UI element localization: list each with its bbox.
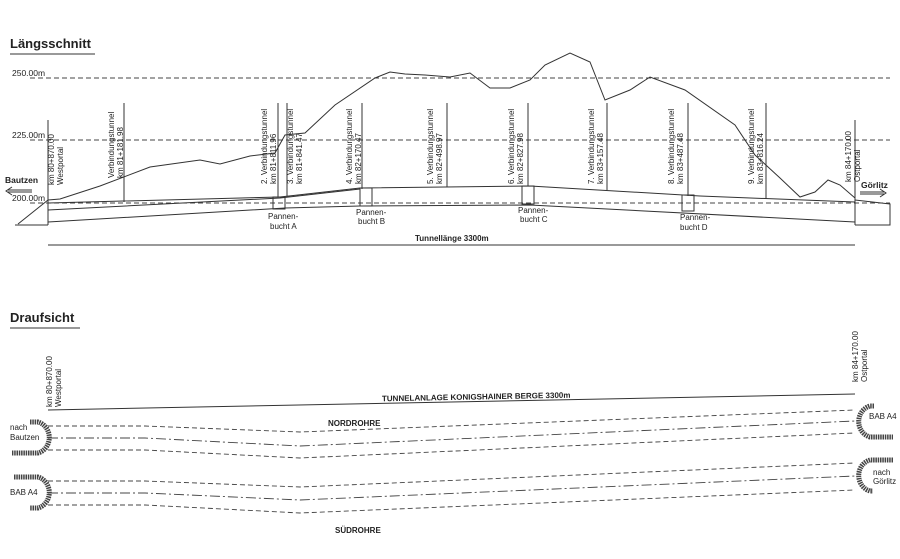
svg-text:Pannen-: Pannen-: [680, 213, 711, 222]
connection-label: 7. Verbindungstunnel km 83+157.48: [587, 109, 605, 184]
elevation-label: 225.00m: [12, 130, 45, 140]
plan-portal-east: km 84+170.00 Ostportal: [851, 331, 869, 382]
svg-text:km 83+816.24: km 83+816.24: [756, 133, 765, 184]
tunnel-length-label: Tunnellänge 3300m: [415, 234, 489, 243]
plan-portal-west: km 80+870.00 Westportal: [45, 356, 63, 407]
svg-text:nach: nach: [10, 423, 27, 432]
svg-text:km 82+827.98: km 82+827.98: [516, 133, 525, 184]
svg-text:9. Verbindungstunnel: 9. Verbindungstunnel: [747, 109, 756, 184]
svg-text:Pannen-: Pannen-: [356, 208, 387, 217]
elevation-label: 250.00m: [12, 68, 45, 78]
svg-text:km 81+841.47: km 81+841.47: [295, 133, 304, 184]
svg-text:7. Verbindungstunnel: 7. Verbindungstunnel: [587, 109, 596, 184]
svg-text:3. Verbindungstunnel: 3. Verbindungstunnel: [286, 109, 295, 184]
svg-text:Ostportal: Ostportal: [853, 149, 862, 182]
portal-label-west: km 80+870.00 Westportal: [47, 134, 65, 185]
svg-text:km 81+181.98: km 81+181.98: [116, 127, 125, 178]
elevation-label: 200.00m: [12, 193, 45, 203]
svg-text:bucht C: bucht C: [520, 215, 548, 224]
elevation-grid: 250.00m 225.00m 200.00m: [12, 68, 890, 204]
svg-text:km 82+498.97: km 82+498.97: [435, 133, 444, 184]
svg-text:2. Verbindungstunnel: 2. Verbindungstunnel: [260, 109, 269, 184]
svg-text:Görlitz: Görlitz: [873, 477, 896, 486]
svg-text:Bautzen: Bautzen: [10, 433, 39, 442]
portal-west-north-icon: [12, 419, 52, 456]
terrain-profile: [47, 52, 856, 201]
svg-text:4. Verbindungstunnel: 4. Verbindungstunnel: [345, 109, 354, 184]
svg-text:bucht B: bucht B: [358, 217, 385, 226]
svg-text:nach: nach: [873, 468, 890, 477]
facility-dimension-line: [47, 393, 856, 411]
connection-label: 4. Verbindungstunnel km 82+170.47: [345, 109, 363, 184]
connection-lines: [47, 103, 856, 202]
connection-label: 5. Verbindungstunnel km 82+498.97: [426, 109, 444, 184]
facility-label: TUNNELANLAGE KONIGSHAINER BERGE 3300m: [382, 391, 571, 404]
arrow-left-icon: [5, 186, 32, 196]
svg-text:Westportal: Westportal: [56, 147, 65, 185]
svg-text:bucht D: bucht D: [680, 223, 708, 232]
svg-text:km 84+170.00: km 84+170.00: [851, 331, 860, 382]
portal-east-south-icon: [856, 457, 893, 494]
svg-text:km 80+870.00: km 80+870.00: [47, 134, 56, 185]
svg-text:km 82+170.47: km 82+170.47: [354, 133, 363, 184]
south-tube: [48, 462, 856, 514]
connection-label: 8. Verbindungstunnel km 83+487.48: [667, 109, 685, 184]
direction-west-south: BAB A4: [10, 488, 38, 497]
svg-text:5. Verbindungstunnel: 5. Verbindungstunnel: [426, 109, 435, 184]
svg-text:km 84+170.00: km 84+170.00: [844, 131, 853, 182]
svg-text:Verbindungstunnel: Verbindungstunnel: [107, 112, 116, 179]
arrow-right-icon: [860, 188, 887, 198]
svg-text:km 81+811.96: km 81+811.96: [269, 133, 278, 184]
direction-goerlitz: Görlitz: [861, 180, 888, 190]
direction-east-south: nach Görlitz: [873, 468, 896, 486]
svg-text:km 80+870.00: km 80+870.00: [45, 356, 54, 407]
direction-west-north: nach Bautzen: [10, 423, 39, 442]
svg-text:6. Verbindungstunnel: 6. Verbindungstunnel: [507, 109, 516, 184]
connection-label: 3. Verbindungstunnel km 81+841.47: [286, 109, 304, 184]
south-tube-label: SÜDROHRE: [335, 526, 381, 535]
breakdown-bay-a: Pannen- bucht A: [268, 212, 299, 231]
north-tube-label: NORDROHRE: [328, 419, 381, 428]
svg-text:Ostportal: Ostportal: [860, 349, 869, 382]
plan-title: Draufsicht: [10, 310, 75, 325]
portal-label-east: km 84+170.00 Ostportal: [844, 131, 862, 182]
direction-east-north: BAB A4: [869, 412, 897, 421]
direction-bautzen: Bautzen: [5, 175, 38, 185]
profile-title: Längsschnitt: [10, 36, 92, 51]
breakdown-bay-c: Pannen- bucht C: [518, 206, 549, 224]
svg-text:Pannen-: Pannen-: [518, 206, 549, 215]
portal-west-south-icon: [14, 474, 52, 511]
svg-text:Pannen-: Pannen-: [268, 212, 299, 221]
breakdown-bay-d: Pannen- bucht D: [680, 213, 711, 232]
svg-text:8. Verbindungstunnel: 8. Verbindungstunnel: [667, 109, 676, 184]
north-tube: [48, 409, 856, 459]
connection-label: 6. Verbindungstunnel km 82+827.98: [507, 109, 525, 184]
connection-label: 9. Verbindungstunnel km 83+816.24: [747, 109, 765, 184]
svg-text:bucht A: bucht A: [270, 222, 297, 231]
connection-label: Verbindungstunnel km 81+181.98: [107, 112, 125, 179]
connection-label: 2. Verbindungstunnel km 81+811.96: [260, 109, 278, 184]
svg-text:km 83+157.48: km 83+157.48: [596, 133, 605, 184]
breakdown-bay-b: Pannen- bucht B: [356, 208, 387, 226]
svg-text:Westportal: Westportal: [54, 369, 63, 407]
portal-east-north-icon: [856, 403, 893, 440]
svg-text:km 83+487.48: km 83+487.48: [676, 133, 685, 184]
tunnel-profile: [15, 185, 891, 226]
